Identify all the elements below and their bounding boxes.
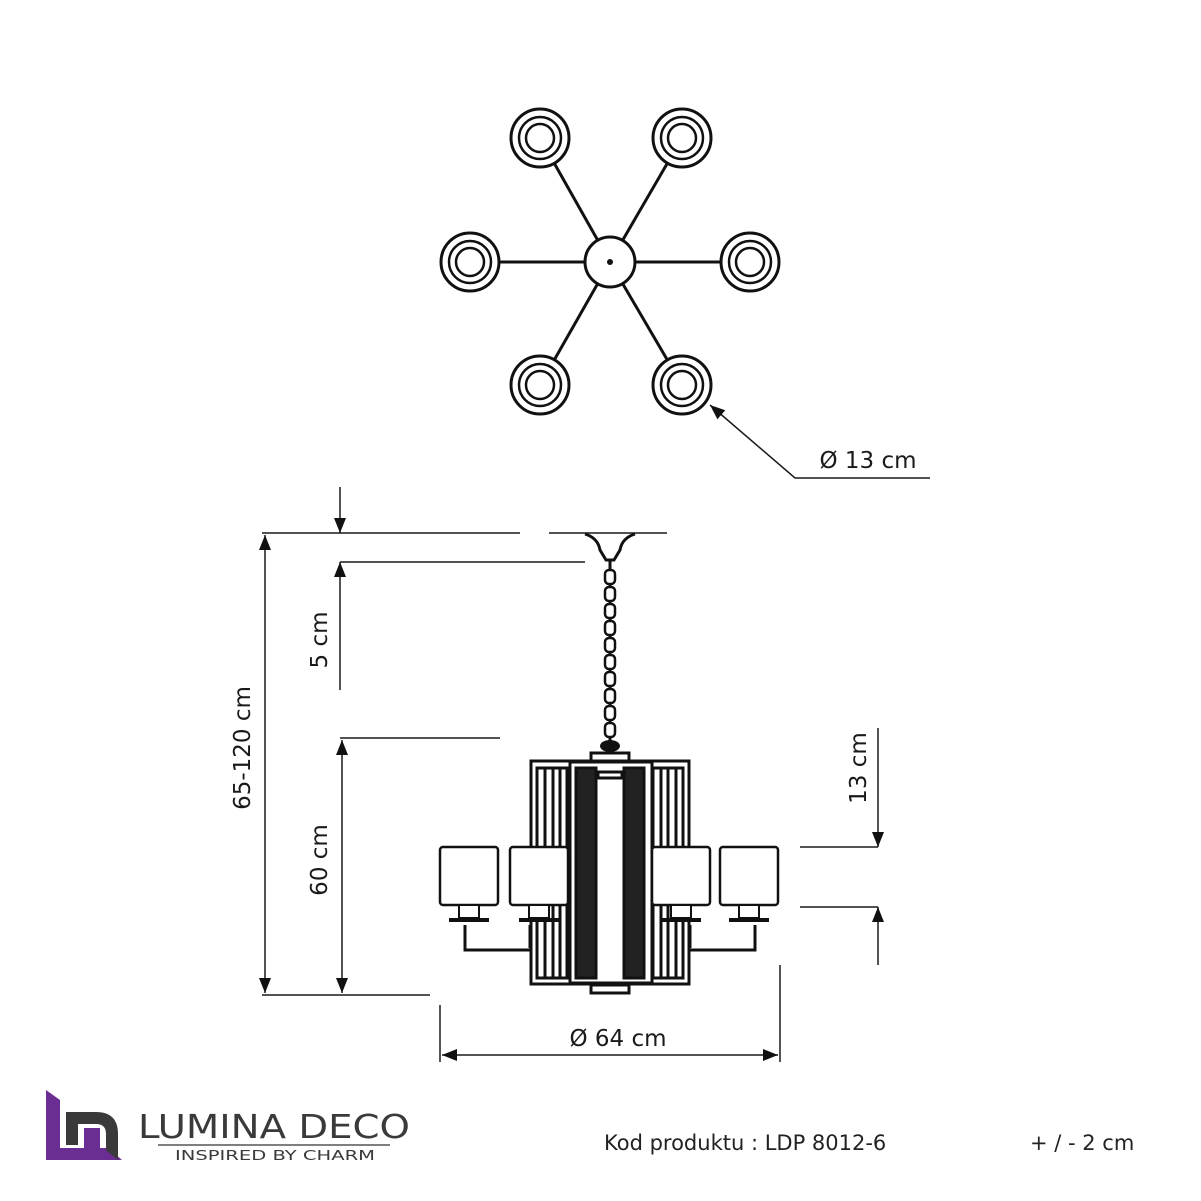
chain-link [603, 636, 617, 654]
product-code: Kod produktu : LDP 8012-6 [604, 1131, 886, 1155]
cup [509, 354, 571, 416]
chain-link [603, 721, 617, 739]
light-cups [439, 107, 781, 416]
chain-link [603, 568, 617, 586]
cup [651, 354, 713, 416]
top-view: Ø 13 cm [439, 107, 930, 479]
chain-link [603, 653, 617, 671]
chain [603, 560, 617, 742]
canopy-height-label: 5 cm [307, 612, 333, 669]
chain-link [603, 687, 617, 705]
cup [439, 231, 501, 293]
lamp-shade [508, 845, 570, 922]
lamp-shade [438, 845, 500, 922]
chain-link [603, 704, 617, 722]
lamp-shade [650, 845, 712, 922]
ceiling-canopy [584, 532, 636, 562]
body-height-label: 60 cm [307, 824, 333, 896]
cup-diameter-leader [709, 404, 930, 479]
tolerance: + / - 2 cm [1030, 1131, 1134, 1155]
cup-diameter-label: Ø 13 cm [819, 448, 916, 474]
diameter-label: Ø 64 cm [569, 1026, 666, 1052]
shade-height-label: 13 cm [846, 732, 872, 804]
brand-name: LUMINA DECO [138, 1107, 410, 1146]
side-view: 5 cm 65-120 cm 60 cm 13 cm Ø 64 cm [230, 487, 884, 1062]
cup [651, 107, 713, 169]
total-height-label: 65-120 cm [230, 686, 256, 810]
brand-tagline: INSPIRED BY CHARM [175, 1149, 375, 1164]
cup [509, 107, 571, 169]
chain-link [603, 619, 617, 637]
chain-link [603, 670, 617, 688]
chain-link [603, 585, 617, 603]
lamp-shade [718, 845, 780, 922]
brand-logo: LUMINA DECO INSPIRED BY CHARM [46, 1090, 410, 1164]
lamp-shades [438, 845, 780, 922]
chain-link [603, 602, 617, 620]
cup [719, 231, 781, 293]
chandelier-body [463, 751, 757, 995]
